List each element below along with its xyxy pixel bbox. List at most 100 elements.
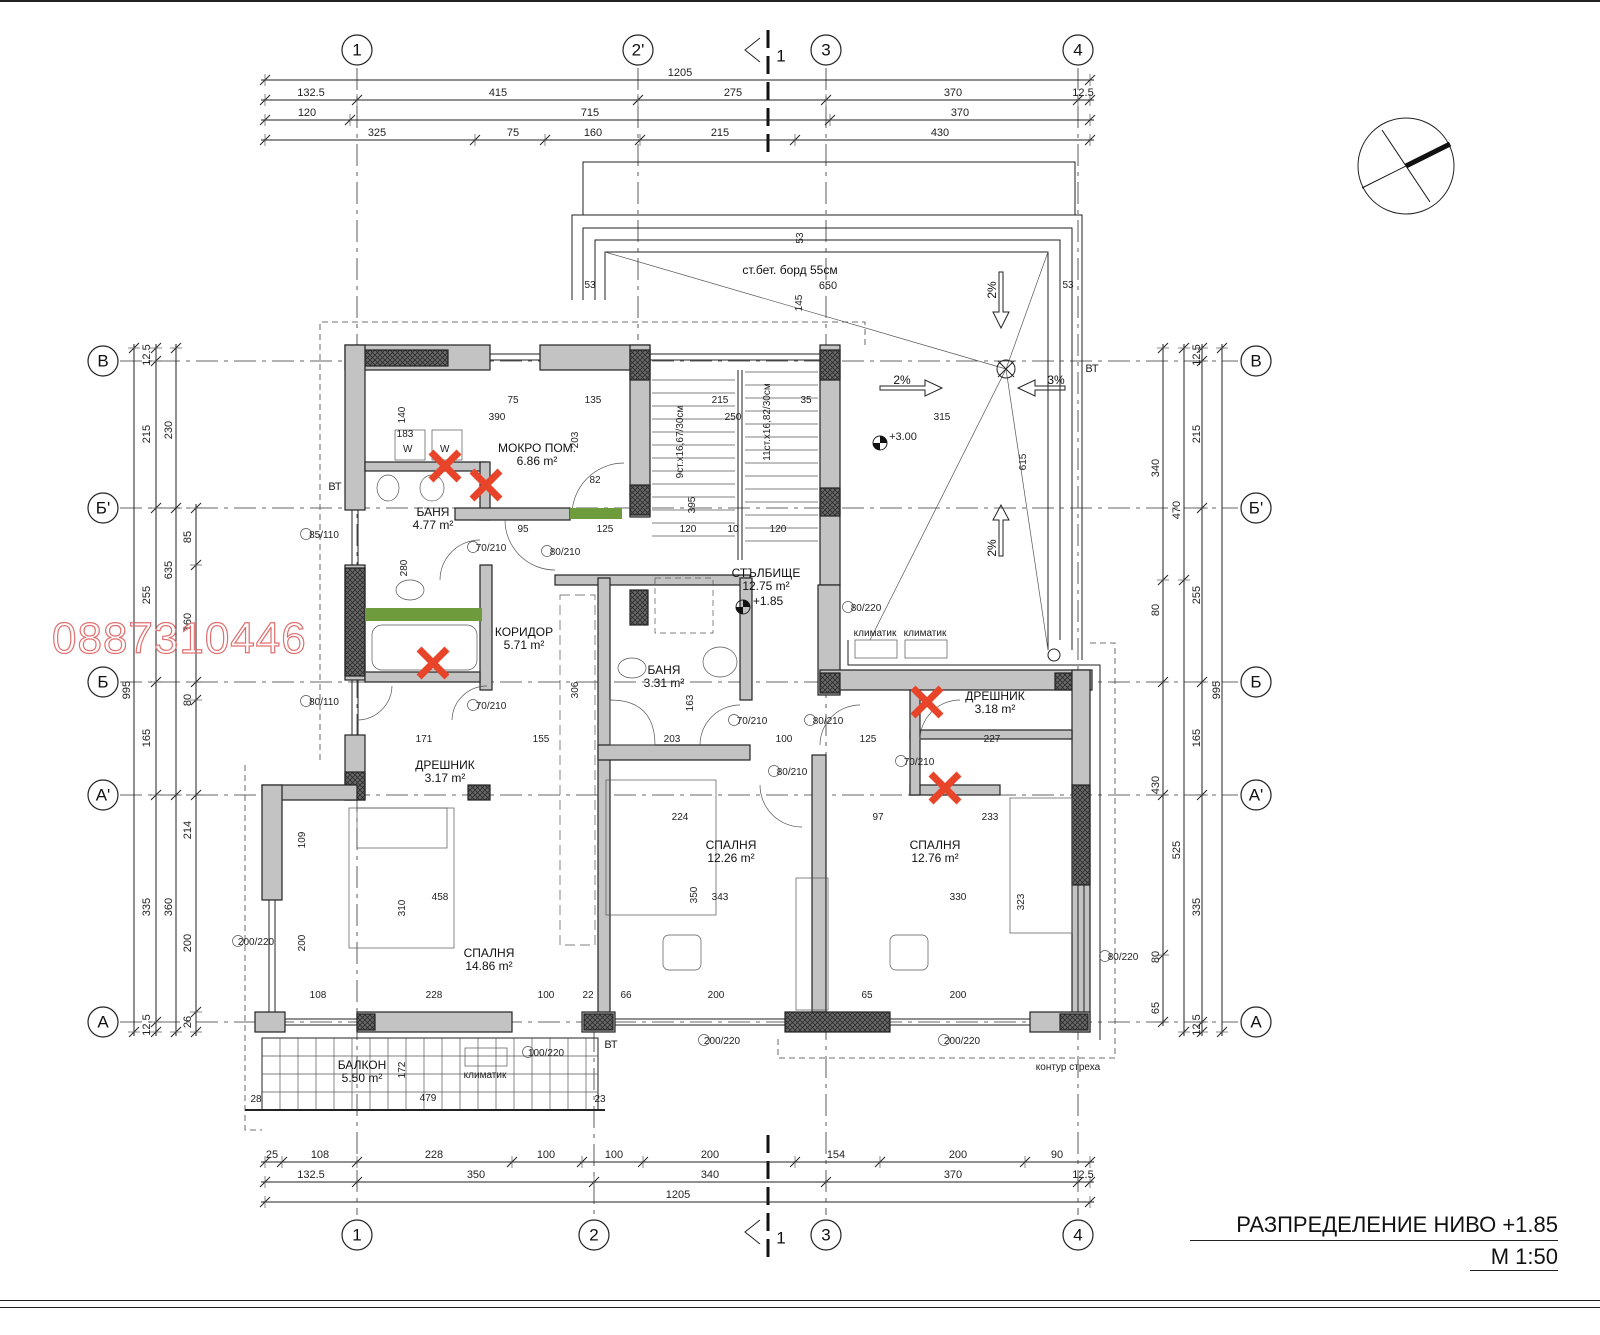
downpipe-label: ВТ: [604, 1039, 618, 1051]
grid-label: 3: [821, 1226, 830, 1245]
dimension-label: 80: [1150, 604, 1162, 616]
dimension-label: 203: [664, 734, 681, 745]
dimension-label: 65: [861, 990, 873, 1001]
grid-bubble-right: Б': [1240, 492, 1272, 524]
dimension-label: 172: [397, 1061, 408, 1078]
room-name: СПАЛНЯ: [464, 946, 515, 960]
room-area: 14.86 m²: [465, 959, 512, 973]
door-swing: [356, 685, 393, 721]
room-area: 3.17 m²: [425, 771, 466, 785]
dimension-label: 650: [819, 280, 837, 292]
dimension-label: 12.5: [141, 344, 153, 365]
dimension-label: 395: [687, 496, 698, 513]
dimension-label: 233: [982, 812, 999, 823]
bathtub: [371, 624, 478, 671]
grid-bubble-right: В: [1240, 345, 1272, 377]
dimension-label: 479: [420, 1093, 437, 1104]
dimension-label: 120: [770, 524, 787, 535]
balcony: [245, 1037, 605, 1111]
dimension-label: 230: [163, 421, 175, 439]
dimension-label: 340: [701, 1169, 719, 1181]
dimension-label: 350: [689, 886, 700, 903]
sheet-border-bottom: [0, 1300, 1600, 1301]
grid-label: 3: [821, 41, 830, 60]
dimension-label: 370: [951, 107, 969, 119]
furniture: W W: [348, 429, 1073, 1067]
ac-label: климатик: [904, 628, 947, 639]
dimension-label: 26: [182, 1016, 194, 1028]
dimension-label: 12.5: [141, 1014, 153, 1035]
dimension-label: 97: [872, 812, 884, 823]
grid-label: А': [1249, 786, 1264, 805]
room-name: КОРИДОР: [495, 625, 553, 639]
section-mark: 1: [776, 1229, 785, 1248]
dimension-label: 171: [416, 734, 433, 745]
bed: [348, 807, 455, 949]
door-window-code: 70/210: [476, 701, 507, 712]
room-area: 3.18 m²: [975, 702, 1016, 716]
toilet: [617, 657, 647, 679]
dimension-label: 120: [298, 107, 316, 119]
dimension-label: 65: [1150, 1002, 1162, 1014]
room-name: СПАЛНЯ: [706, 838, 757, 852]
dimension-label: 458: [432, 892, 449, 903]
dimension-label: 145: [794, 294, 805, 311]
dimension-label: 100: [538, 990, 555, 1001]
dimension-label: 224: [672, 812, 689, 823]
dimension-label: 154: [827, 1149, 845, 1161]
dimension-label: 100: [537, 1149, 555, 1161]
room-name: ДРЕШНИК: [415, 758, 474, 772]
dimension-label: 200: [950, 990, 967, 1001]
grid-label: В: [1250, 352, 1261, 371]
dimension-label: 340: [1150, 459, 1162, 477]
dimension-label: 12.5: [1072, 1169, 1093, 1181]
dimension-label: 12.5: [1191, 1014, 1203, 1035]
dimension-label: 215: [711, 127, 729, 139]
room-area: 5.71 m²: [504, 638, 545, 652]
dimension-label: 140: [397, 406, 408, 423]
dimension-label: 370: [944, 87, 962, 99]
door-window-code: 80/210: [550, 547, 581, 558]
dimension-label: 995: [121, 681, 133, 699]
chair: [662, 934, 702, 971]
grid-label: 1: [352, 41, 361, 60]
phone-watermark: 0887310446: [51, 613, 307, 663]
bed: [605, 779, 717, 916]
dimension-label: 25: [266, 1149, 278, 1161]
dimension-label: 215: [712, 395, 729, 406]
dimension-label: 75: [507, 127, 519, 139]
slope-arrows: [735, 271, 1066, 615]
grid-label: 1: [352, 1226, 361, 1245]
slope-label: 2%: [893, 373, 911, 387]
dimension-label: 82: [589, 475, 601, 486]
red-x-mark: [428, 449, 462, 483]
dimension-label: 350: [467, 1169, 485, 1181]
dimension-label: 415: [489, 87, 507, 99]
room-area: 12.75 m²: [742, 579, 789, 593]
grid-bubble-top: 2': [622, 34, 654, 66]
red-x-mark: [910, 685, 944, 719]
dimension-label: 183: [397, 429, 414, 440]
grid-label: В: [97, 352, 108, 371]
dimension-label: 165: [1191, 729, 1203, 747]
dimension-label: 343: [712, 892, 729, 903]
grid-bubble-bottom: 1: [341, 1219, 373, 1251]
dimension-label: 228: [426, 990, 443, 1001]
dimension-label: 995: [1211, 681, 1223, 699]
dimension-label: 335: [1191, 898, 1203, 916]
dimension-label: 28: [250, 1094, 262, 1105]
dimension-label: 120: [680, 524, 697, 535]
dimension-label: 66: [620, 990, 632, 1001]
dimension-label: 95: [517, 524, 529, 535]
grid-bubble-left: А: [87, 1006, 119, 1038]
grid-label: А: [97, 1013, 109, 1032]
dimension-label: 255: [1191, 586, 1203, 604]
dimension-label: 22: [582, 990, 594, 1001]
north-arrow-icon: [1357, 117, 1455, 215]
sink: [376, 474, 400, 502]
dimension-label: 200: [701, 1149, 719, 1161]
grid-bubble-bottom: 2: [578, 1219, 610, 1251]
grid-bubble-bottom: 3: [810, 1219, 842, 1251]
dimension-label: 160: [182, 613, 194, 631]
